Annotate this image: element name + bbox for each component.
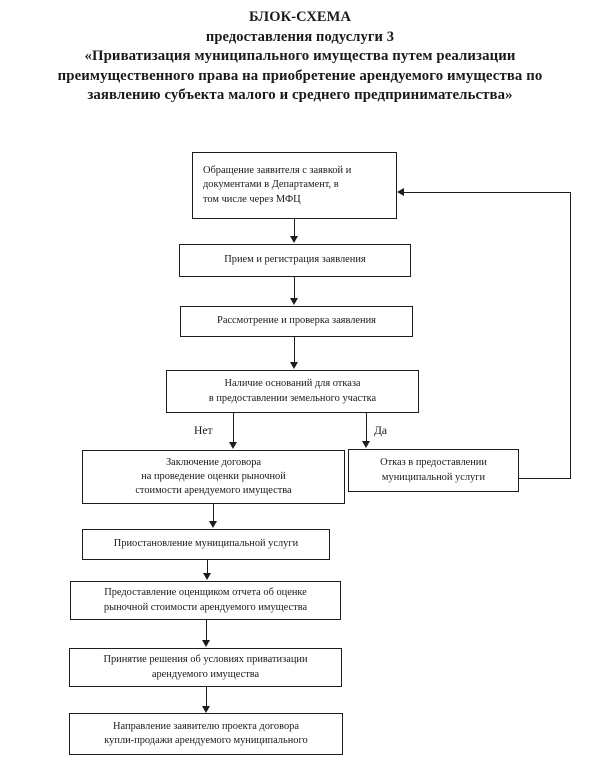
flow-node-service-refusal: Отказ в предоставлении муниципальной услу… bbox=[348, 449, 519, 492]
flow-node-appraisal-report: Предоставление оценщиком отчета об оценк… bbox=[70, 581, 341, 620]
flow-node-application-submission: Обращение заявителя с заявкой и документа… bbox=[192, 152, 397, 219]
feedback-loop-right-segment bbox=[570, 192, 571, 479]
flow-node-privatization-decision: Принятие решения об условиях приватизаци… bbox=[69, 648, 342, 687]
edge-n3-n4-arrowhead bbox=[289, 362, 298, 369]
node9-line2: арендуемого имущества bbox=[151, 668, 260, 680]
node5-line3: стоимости арендуемого имущества bbox=[135, 485, 292, 497]
node10-line1: Направление заявителю проекта договора bbox=[113, 720, 299, 732]
flow-node-text: Обращение заявителя с заявкой и документа… bbox=[203, 164, 390, 207]
flow-node-draft-contract-delivery: Направление заявителю проекта договора ку… bbox=[69, 713, 343, 755]
edge-n3-n4-line bbox=[294, 337, 295, 363]
node8-line1: Предоставление оценщиком отчета об оценк… bbox=[104, 587, 307, 599]
flow-node-registration: Прием и регистрация заявления bbox=[179, 244, 411, 277]
title-line-2: предоставления подуслуги 3 bbox=[205, 28, 395, 45]
node6-line1: Отказ в предоставлении bbox=[380, 457, 487, 469]
edge-n1-n2-arrowhead bbox=[289, 236, 298, 243]
edge-n1-n2-line bbox=[294, 219, 295, 237]
flow-node-valuation-contract: Заключение договора на проведение оценки … bbox=[82, 450, 345, 504]
branch-label-no: Нет bbox=[194, 424, 213, 437]
title-line-3: «Приватизация муниципального имущества п… bbox=[84, 48, 516, 64]
edge-n5-n7-arrowhead bbox=[208, 521, 217, 528]
node1-line1: Обращение заявителя с заявкой и bbox=[203, 165, 352, 177]
document-title: БЛОК-СХЕМА предоставления подуслуги 3 «П… bbox=[18, 8, 582, 106]
node4-line2: в предоставлении земельного участка bbox=[208, 392, 377, 404]
edge-n7-n8-arrowhead bbox=[202, 573, 211, 580]
flow-node-text: Рассмотрение и проверка заявления bbox=[217, 315, 376, 327]
flow-node-text: Наличие оснований для отказа в предоставл… bbox=[173, 377, 412, 405]
node1-line2: документами в Департамент, в bbox=[203, 179, 339, 191]
edge-yes-arrowhead bbox=[361, 441, 370, 448]
edge-n8-n9-line bbox=[206, 620, 207, 641]
edge-n2-n3-line bbox=[294, 277, 295, 299]
branch-label-yes: Да bbox=[374, 424, 388, 437]
node5-line1: Заключение договора bbox=[165, 456, 262, 468]
edge-n8-n9-arrowhead bbox=[201, 640, 210, 647]
edge-n2-n3-arrowhead bbox=[289, 298, 298, 305]
edge-n7-n8-line bbox=[207, 560, 208, 574]
flow-node-review: Рассмотрение и проверка заявления bbox=[180, 306, 413, 337]
node10-line2: купли-продажи арендуемого муниципального bbox=[104, 735, 308, 746]
node4-line1: Наличие оснований для отказа bbox=[224, 378, 361, 390]
edge-no-arrowhead bbox=[228, 442, 237, 449]
node5-line2: на проведение оценки рыночной bbox=[141, 470, 286, 482]
flow-node-refusal-grounds-decision: Наличие оснований для отказа в предоставл… bbox=[166, 370, 419, 413]
feedback-loop-bottom-segment bbox=[519, 478, 571, 479]
feedback-loop-arrowhead bbox=[397, 187, 404, 196]
edge-n9-n10-arrowhead bbox=[201, 706, 210, 713]
flow-node-text: Отказ в предоставлении муниципальной услу… bbox=[355, 456, 512, 484]
flow-node-service-suspension: Приостановление муниципальной услуги bbox=[82, 529, 330, 560]
node8-line2: рыночной стоимости арендуемого имущества bbox=[103, 601, 308, 613]
node1-line3: том числе через МФЦ bbox=[203, 193, 301, 205]
flow-node-text: Направление заявителю проекта договора ку… bbox=[76, 720, 336, 748]
title-line-5: заявлению субъекта малого и среднего пре… bbox=[87, 87, 513, 103]
node9-line1: Принятие решения об условиях приватизаци… bbox=[103, 654, 308, 666]
flow-node-text: Заключение договора на проведение оценки … bbox=[89, 456, 338, 499]
flow-node-text: Приостановление муниципальной услуги bbox=[113, 538, 299, 550]
title-line-4: преимущественного права на приобретение … bbox=[57, 67, 543, 84]
flow-node-text: Прием и регистрация заявления bbox=[224, 254, 366, 266]
flow-node-text: Предоставление оценщиком отчета об оценк… bbox=[77, 586, 334, 614]
flow-node-text: Принятие решения об условиях приватизаци… bbox=[76, 653, 335, 681]
feedback-loop-top-segment bbox=[404, 192, 571, 193]
edge-no-line bbox=[233, 413, 234, 443]
edge-n9-n10-line bbox=[206, 687, 207, 707]
edge-n5-n7-line bbox=[213, 504, 214, 522]
edge-yes-line bbox=[366, 413, 367, 442]
title-line-1: БЛОК-СХЕМА bbox=[248, 9, 352, 25]
node6-line2: муниципальной услуги bbox=[381, 471, 486, 483]
